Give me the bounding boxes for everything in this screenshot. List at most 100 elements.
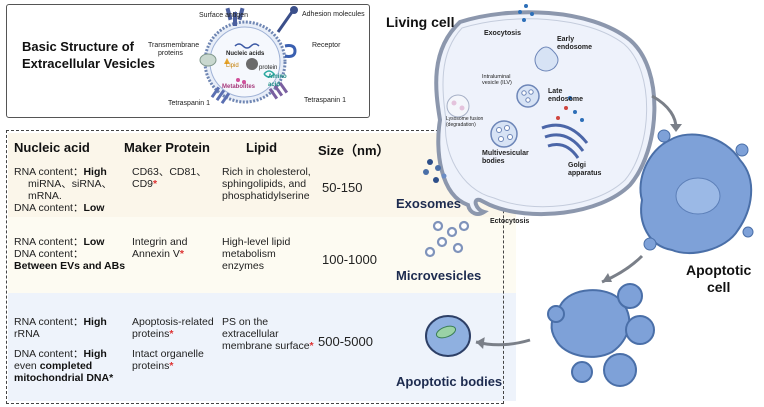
apoptotic-bodies-label: Apoptotic bodies bbox=[396, 374, 503, 389]
microvesicles-nucleic-cell: RNA content：Low DNA content： Between EVs… bbox=[14, 236, 125, 272]
exosomes-nucleic-cell: RNA content：High miRNA、siRNA、 mRNA. DNA … bbox=[14, 166, 112, 214]
lysosome-label-line1: Lysosome fusion bbox=[446, 116, 484, 122]
microvesicles-protein-line1: Integrin and bbox=[132, 236, 188, 248]
exosomes-lipid-line1: Rich in cholesterol, bbox=[222, 166, 311, 178]
apoptotic-protein-star1: * bbox=[169, 328, 174, 340]
microvesicles-protein-cell: Integrin and Annexin V* bbox=[132, 236, 187, 260]
ev-structure-title: Basic Structure of Extracellular Vesicle… bbox=[22, 38, 172, 72]
mitochondrion-icon bbox=[435, 325, 457, 339]
exosomes-rna-types: miRNA、siRNA、 bbox=[28, 178, 112, 190]
early-endosome-label-line1: Early bbox=[557, 36, 575, 43]
golgi-label-line1: Golgi bbox=[568, 162, 586, 169]
apoptotic-protein-line2: proteins bbox=[132, 328, 170, 340]
apoptotic-size: 500-5000 bbox=[318, 334, 373, 349]
exosomes-rna-prefix: RNA content： bbox=[14, 166, 84, 178]
microvesicles-label: Microvesicles bbox=[396, 268, 482, 283]
apoptotic-rna-prefix: RNA content： bbox=[14, 316, 84, 328]
exosomes-protein-star: * bbox=[153, 178, 158, 190]
transmembrane-proteins-label-line2: proteins bbox=[158, 50, 183, 57]
transmembrane-protein-icon bbox=[199, 53, 217, 67]
microvesicles-dna-level: Between EVs and ABs bbox=[14, 260, 126, 272]
exocytosis-vesicles-icon bbox=[518, 4, 534, 22]
multivesicular-label-line1: Multivesicular bbox=[482, 150, 529, 157]
apoptotic-lipid-line2: extracellular bbox=[222, 328, 279, 340]
golgi-label-line2: apparatus bbox=[568, 170, 602, 177]
early-endosome-icon bbox=[534, 46, 559, 72]
tetraspanin-right-icon bbox=[268, 81, 289, 100]
cell-illustration bbox=[423, 4, 754, 387]
apoptotic-cell-label-line2: cell bbox=[706, 279, 731, 295]
adhesion-molecule-icon bbox=[276, 6, 298, 33]
ilv-label: Intraluminal vesicle (ILV) bbox=[482, 74, 512, 86]
header-size: Size（nm） bbox=[318, 143, 390, 158]
exosomes-rna-mrna: mRNA. bbox=[28, 190, 62, 202]
apoptotic-lipid-line3: membrane surface bbox=[222, 340, 310, 352]
nucleic-acid-icon bbox=[234, 43, 260, 49]
transport-vesicles-icon bbox=[556, 96, 584, 122]
exosomes-dna-level: Low bbox=[83, 202, 105, 214]
transmembrane-proteins-label-line1: Transmembrane bbox=[148, 42, 200, 49]
fragmented-apoptotic-cell bbox=[547, 283, 655, 387]
apoptotic-cell-nucleus bbox=[675, 177, 721, 215]
apoptotic-dna-prefix: DNA content： bbox=[14, 348, 84, 360]
golgi-apparatus-icon bbox=[541, 123, 589, 159]
apoptotic-lipid-line1: PS on the bbox=[222, 316, 269, 328]
early-endosome-label: Early endosome bbox=[557, 36, 592, 52]
ilv-label-line2: vesicle (ILV) bbox=[482, 80, 512, 86]
lysosome-label-line2: (degradation) bbox=[446, 122, 476, 128]
exosomes-protein-cell: CD63、CD81、 CD9* bbox=[132, 166, 207, 190]
exosomes-lipid-line2: sphingolipids, and bbox=[222, 178, 307, 190]
surface-antigen-icon bbox=[225, 7, 245, 26]
exosomes-rna-level: High bbox=[83, 166, 107, 178]
microvesicles-rna-level: Low bbox=[83, 236, 105, 248]
ectocytosis-label: Ectocytosis bbox=[490, 218, 530, 225]
microvesicles-lipid-line3: enzymes bbox=[222, 260, 265, 272]
metabolite-icon-2 bbox=[242, 80, 246, 84]
multivesicular-label-line2: bodies bbox=[482, 158, 505, 165]
apoptotic-rna-level: High bbox=[83, 316, 107, 328]
microvesicles-rna-prefix: RNA content： bbox=[14, 236, 84, 248]
late-endosome-label: Late endosome bbox=[548, 88, 583, 104]
late-endosome-icon bbox=[516, 84, 540, 108]
lipid-label: Lipid bbox=[226, 63, 239, 69]
receptor-label: Receptor bbox=[312, 42, 341, 49]
row-band-exosomes bbox=[8, 133, 516, 217]
ilv-label-line1: Intraluminal bbox=[482, 74, 511, 80]
microvesicles-dna-prefix: DNA content： bbox=[14, 248, 84, 260]
apoptotic-protein-line4: proteins bbox=[132, 360, 170, 372]
exosomes-protein-line2: CD9 bbox=[132, 178, 154, 190]
ev-structure-diagram bbox=[199, 6, 298, 105]
surface-antigen-label: Surface antigen bbox=[199, 12, 249, 19]
tetraspanin-left-icon bbox=[210, 86, 231, 105]
microvesicles-lipid-cell: High-level lipid metabolism enzymes bbox=[222, 236, 290, 272]
apoptotic-protein-line1: Apoptosis-related bbox=[132, 316, 214, 328]
apoptotic-protein-star2: * bbox=[169, 360, 174, 372]
header-nucleic-acid: Nucleic acid bbox=[14, 140, 90, 155]
protein-label: protein bbox=[259, 65, 278, 71]
apoptotic-dna-even: even bbox=[14, 360, 40, 372]
exosomes-lipid-cell: Rich in cholesterol, sphingolipids, and … bbox=[222, 166, 311, 202]
apoptotic-lipid-cell: PS on the extracellular membrane surface… bbox=[222, 316, 314, 352]
exosomes-lipid-line3: phosphatidylserine bbox=[222, 190, 310, 202]
exosomes-dna-prefix: DNA content： bbox=[14, 202, 84, 214]
early-endosome-label-line2: endosome bbox=[557, 44, 593, 51]
tetraspanin-left-label: Tetraspanin 1 bbox=[168, 100, 211, 107]
lipid-icon bbox=[224, 58, 230, 64]
amino-acid-label: Amino acid bbox=[268, 73, 287, 89]
header-maker-protein: Maker Protein bbox=[124, 140, 210, 155]
amino-acid-icon bbox=[263, 70, 275, 78]
microvesicles-protein-line2: Annexin V bbox=[132, 248, 180, 260]
metabolite-icon bbox=[236, 78, 240, 82]
apoptotic-dna-completed: completed bbox=[39, 360, 93, 372]
protein-icon bbox=[246, 58, 258, 70]
living-cell-membrane bbox=[434, 10, 657, 217]
amino-acid-label-line2: acid bbox=[268, 82, 281, 88]
apoptotic-cell-label: Apoptotic cell bbox=[686, 262, 751, 296]
living-cell-label: Living cell bbox=[386, 14, 455, 30]
apoptotic-nucleic-cell: RNA content：High rRNA DNA content：High e… bbox=[14, 316, 113, 384]
late-endosome-label-line2: endosome bbox=[548, 96, 584, 103]
lysosome-label: Lysosome fusion (degradation) bbox=[446, 116, 483, 128]
apoptotic-protein-line3: Intact organelle bbox=[132, 348, 204, 360]
apoptotic-cell-label-line1: Apoptotic bbox=[686, 262, 752, 278]
microvesicle-particles-icon bbox=[424, 220, 470, 258]
